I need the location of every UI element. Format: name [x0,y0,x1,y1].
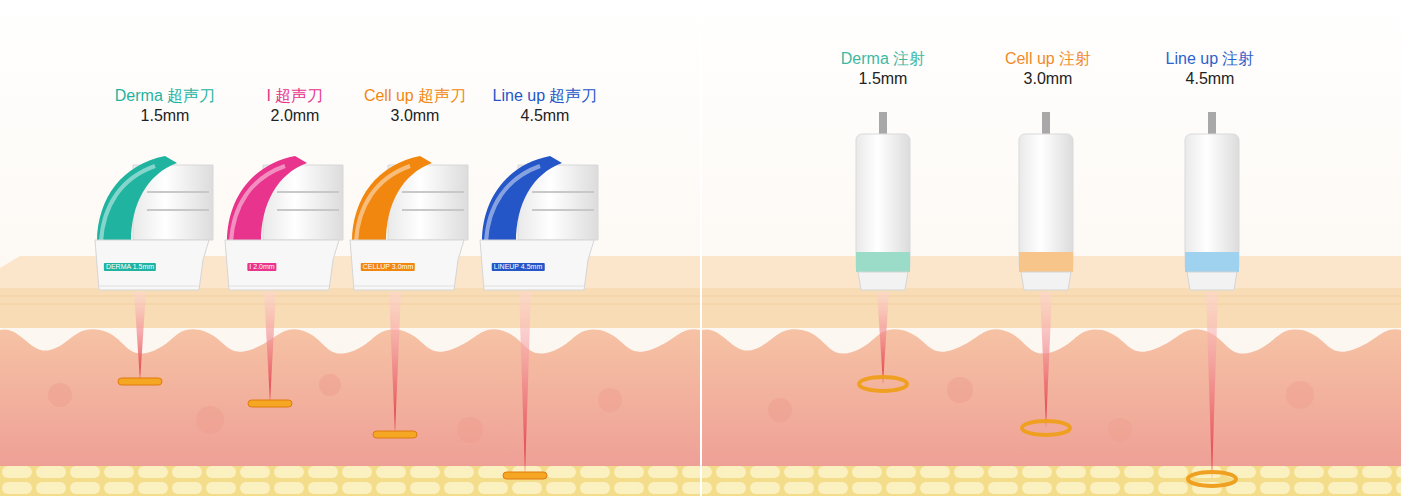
device-name: Line up 注射 [1166,50,1255,68]
device-name: I 超声刀 [267,87,324,105]
depth-value: 2.0mm [271,107,320,125]
device-name: Cell up 超声刀 [364,87,466,105]
device-name: Line up 超声刀 [493,87,598,105]
cartridge-tag: I 2.0mm [247,263,276,271]
cartridge-tag: CELLUP 3.0mm [361,263,415,271]
cartridge-tag: LINEUP 4.5mm [492,263,545,271]
device-name: Cell up 注射 [1005,50,1091,68]
depth-value: 3.0mm [1024,70,1073,88]
device-name: Derma 超声刀 [115,87,215,105]
depth-value: 1.5mm [859,70,908,88]
depth-value: 1.5mm [141,107,190,125]
depth-value: 3.0mm [391,107,440,125]
device-name: Derma 注射 [841,50,925,68]
cartridge-tag: DERMA 1.5mm [104,263,156,271]
depth-value: 4.5mm [521,107,570,125]
depth-value: 4.5mm [1186,70,1235,88]
